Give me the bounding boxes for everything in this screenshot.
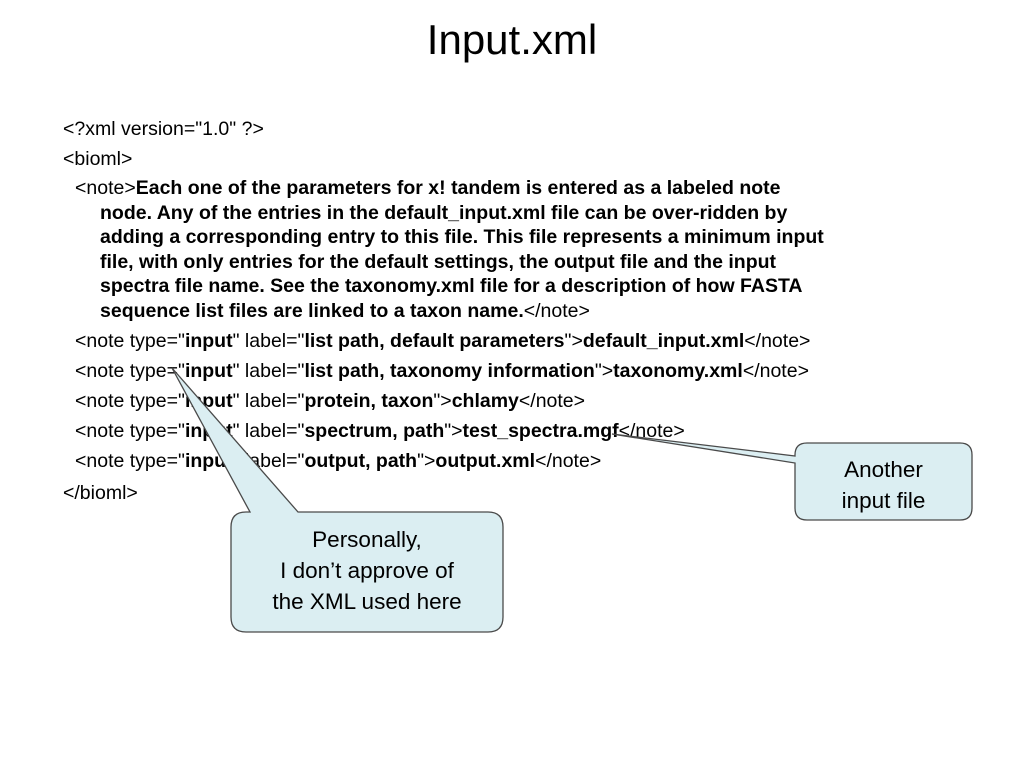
note-type-prefix: <note type=" xyxy=(75,420,185,442)
note-content-value: default_input.xml xyxy=(582,330,745,352)
note-content-value: test_spectra.mgf xyxy=(462,420,619,442)
bioml-open-tag: <bioml> xyxy=(63,148,133,170)
note-text-line: Each one of the parameters for x! tandem… xyxy=(135,177,781,199)
callout-personally: Personally, I don’t approve of the XML u… xyxy=(231,524,503,617)
note-text-line: node. Any of the entries in the default_… xyxy=(100,201,788,224)
value-prefix: "> xyxy=(564,330,583,352)
xml-declaration: <?xml version="1.0" ?> xyxy=(63,118,264,140)
note-type-prefix: <note type=" xyxy=(75,450,185,472)
callout-another-line: input file xyxy=(841,488,926,513)
note-close-tag: </note> xyxy=(742,360,809,382)
note-text-line: file, with only entries for the default … xyxy=(100,250,777,273)
note-row: <note type="input" label="list path, def… xyxy=(75,326,810,356)
note-open-tag: <note> xyxy=(75,177,136,199)
note-type-prefix: <note type=" xyxy=(75,330,185,352)
note-content-value: output.xml xyxy=(435,450,536,472)
note-close-tag: </note> xyxy=(523,299,590,322)
note-label-value: list path, taxonomy information xyxy=(304,360,595,382)
bioml-close-tag: </bioml> xyxy=(63,482,138,504)
note-row: <note type="input" label="list path, tax… xyxy=(75,356,809,386)
note-description: <note>Each one of the parameters for x! … xyxy=(75,176,955,323)
label-prefix: " label=" xyxy=(232,390,305,412)
note-row: <note type="input" label="output, path">… xyxy=(75,446,601,476)
label-prefix: " label=" xyxy=(232,330,305,352)
note-type-value: input xyxy=(184,330,233,352)
note-label-value: protein, taxon xyxy=(304,390,434,412)
value-prefix: "> xyxy=(444,420,463,442)
note-label-value: list path, default parameters xyxy=(304,330,565,352)
note-text-last-line: sequence list files are linked to a taxo… xyxy=(100,299,955,324)
callout-personally-line: Personally, xyxy=(312,527,422,552)
callout-another-input-file: Another input file xyxy=(795,454,972,516)
callout-another-shape xyxy=(611,433,973,521)
value-prefix: "> xyxy=(417,450,436,472)
note-close-tag: </note> xyxy=(535,450,602,472)
note-label-value: spectrum, path xyxy=(304,420,445,442)
callout-personally-line: the XML used here xyxy=(272,589,462,614)
value-prefix: "> xyxy=(433,390,452,412)
note-type-prefix: <note type=" xyxy=(75,360,185,382)
note-text-line: sequence list files are linked to a taxo… xyxy=(100,299,524,322)
note-content-value: taxonomy.xml xyxy=(613,360,743,382)
value-prefix: "> xyxy=(594,360,614,382)
note-type-value: input xyxy=(184,360,233,382)
note-description-first-line: <note>Each one of the parameters for x! … xyxy=(75,176,955,201)
callout-personally-line: I don’t approve of xyxy=(280,558,454,583)
slide-title: Input.xml xyxy=(426,16,598,63)
note-content-value: chlamy xyxy=(451,390,519,412)
note-close-tag: </note> xyxy=(744,330,811,352)
note-type-prefix: <note type=" xyxy=(75,390,185,412)
note-close-tag: </note> xyxy=(518,390,586,412)
note-text-line: adding a corresponding entry to this fil… xyxy=(100,226,824,248)
note-description-continued: node. Any of the entries in the default_… xyxy=(75,201,955,324)
note-label-value: output, path xyxy=(304,450,418,472)
callout-personally-shape xyxy=(171,367,504,633)
note-text-line: spectra file name. See the taxonomy.xml … xyxy=(100,275,803,297)
label-prefix: " label=" xyxy=(232,360,305,382)
note-row: <note type="input" label="spectrum, path… xyxy=(75,416,685,446)
label-prefix: " label=" xyxy=(232,420,305,442)
callout-another-line: Another xyxy=(844,457,923,482)
note-row: <note type="input" label="protein, taxon… xyxy=(75,386,585,416)
